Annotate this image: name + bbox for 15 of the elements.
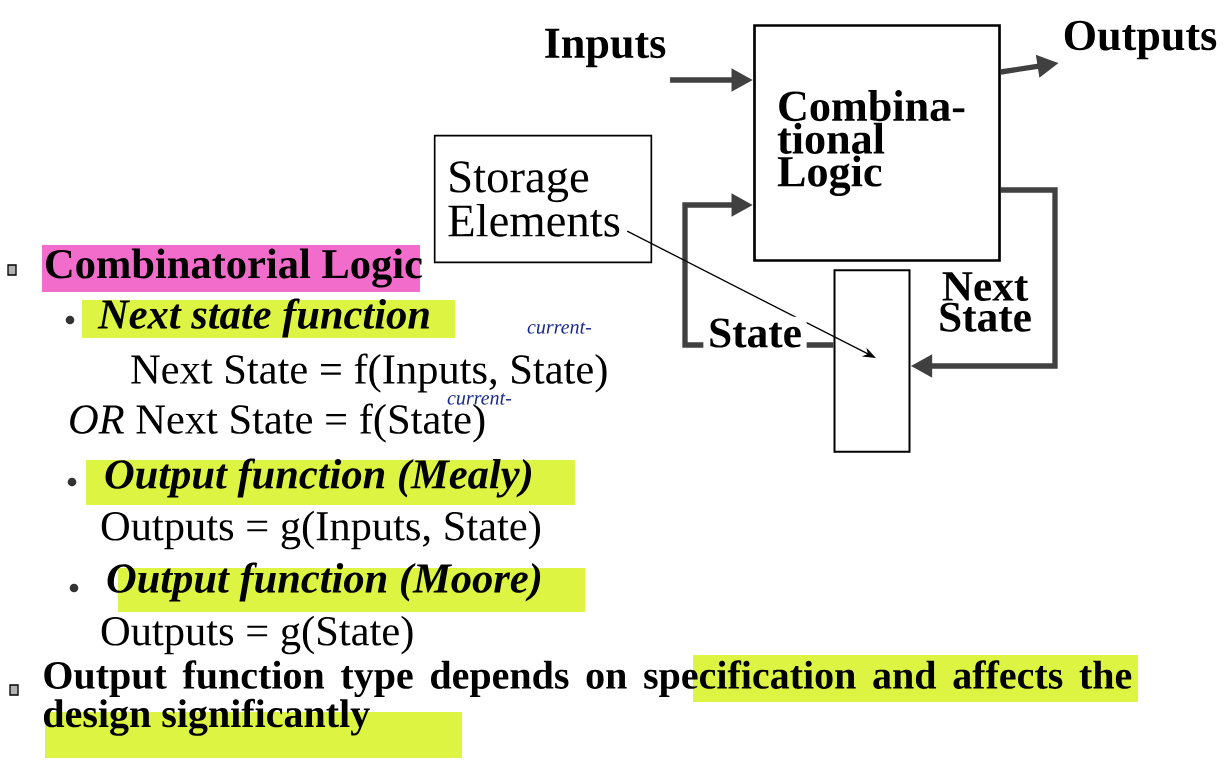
bullet-heading: Next state function [82, 298, 455, 338]
register-box [833, 269, 911, 453]
output-label: Outputs [1064, 20, 1217, 60]
formula-text: Next State = f(Inputs, State) [131, 353, 607, 393]
handwritten-note: current- [527, 322, 592, 334]
handwritten-note: current- [447, 393, 512, 405]
formula-text: OR Next State = f(State) [70, 403, 485, 443]
storage-box: Storage Elements [433, 134, 653, 264]
edge-label: State [703, 316, 807, 350]
formula-text: Outputs = g(Inputs, State) [101, 510, 540, 550]
input-label: Inputs [545, 28, 666, 68]
formula-text: Outputs = g(State) [101, 615, 413, 655]
bullet-heading: Output function (Mealy) [86, 458, 575, 505]
edge-label: Next State [933, 270, 1037, 334]
logic-box: Combina- tional Logic [753, 24, 1001, 262]
